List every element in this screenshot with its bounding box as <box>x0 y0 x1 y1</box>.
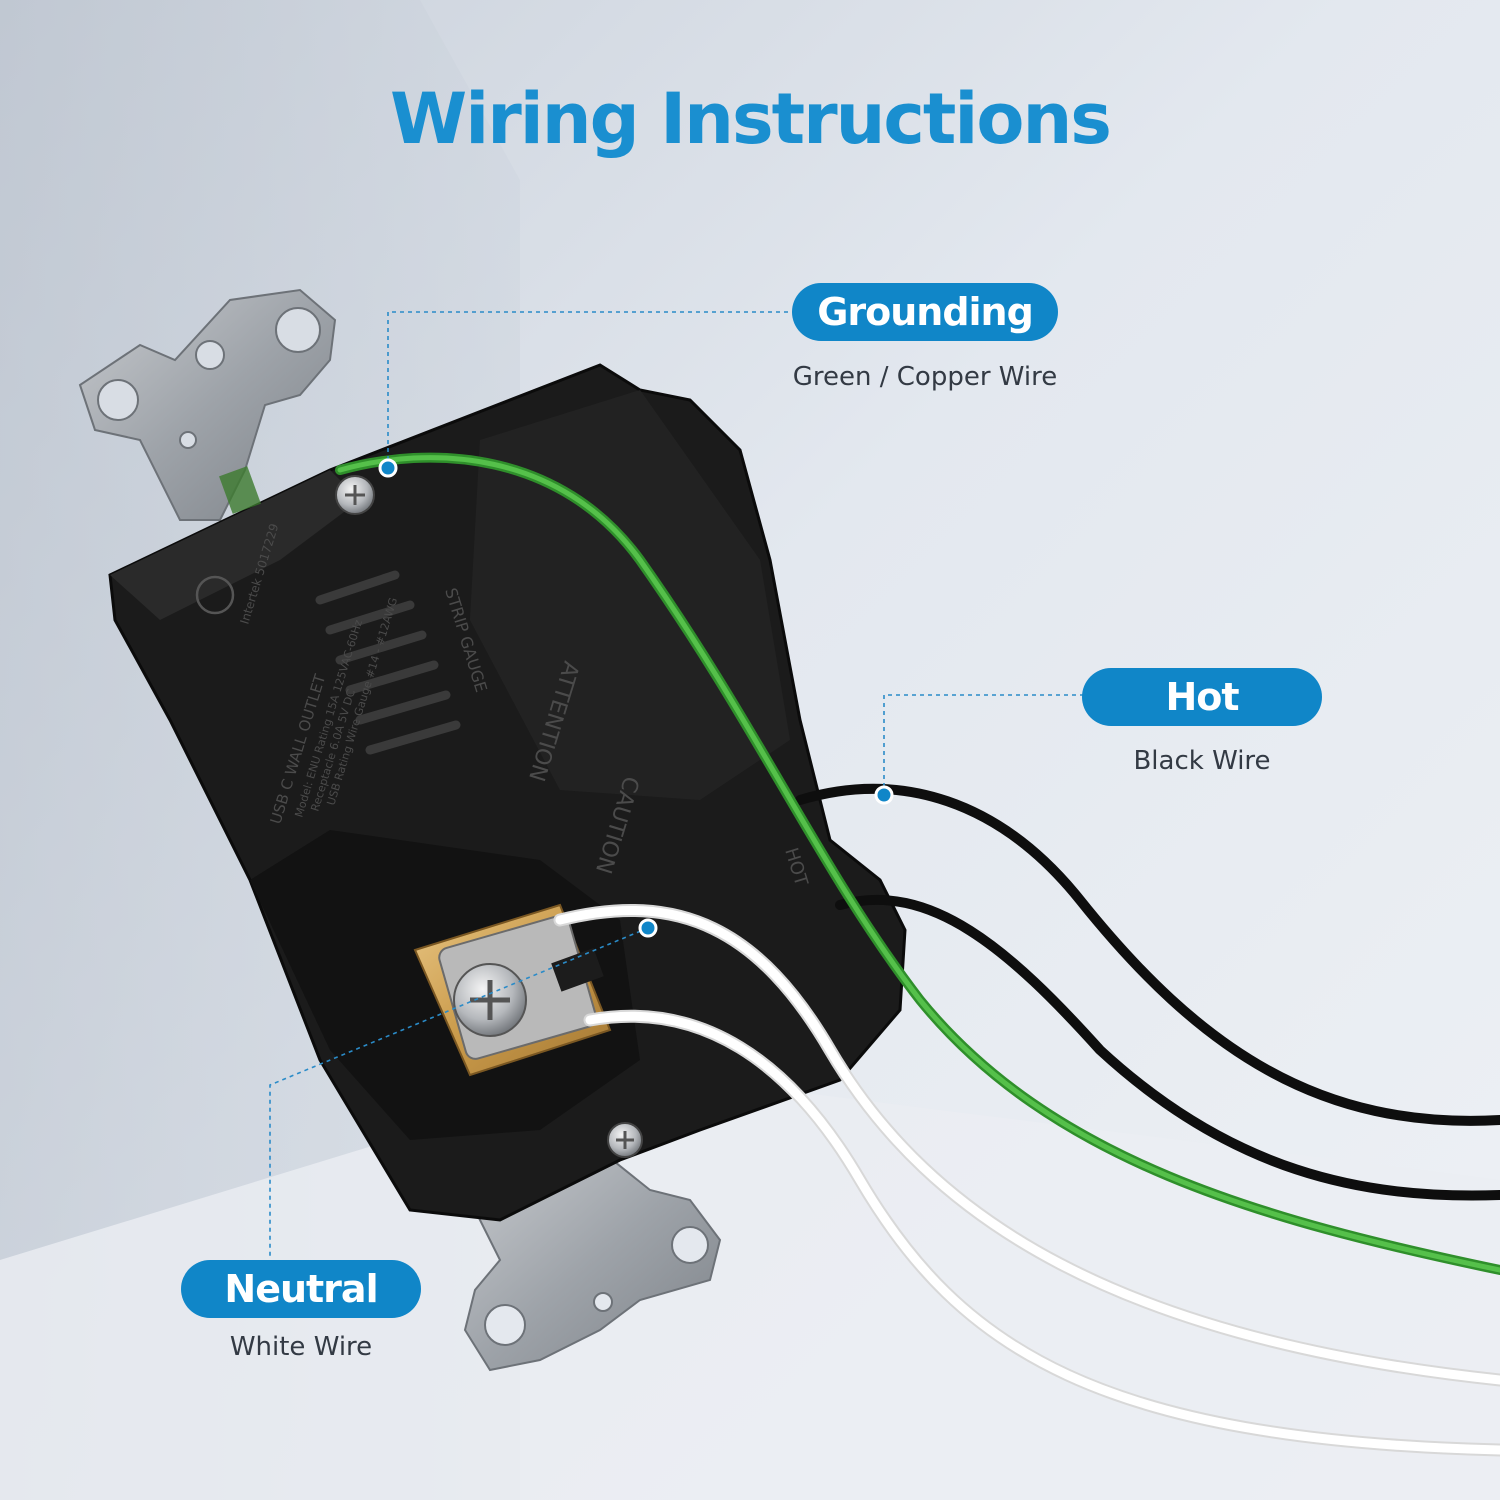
callout-lines <box>269 311 1085 1258</box>
etl-cert-logo <box>195 575 235 615</box>
ground-wire-highlight <box>337 455 1500 1273</box>
outlet-body: USB C WALL OUTLET Model: ENU Rating 15A … <box>108 363 907 1222</box>
neutral-point <box>638 918 658 938</box>
neutral-label: Neutral <box>181 1260 421 1318</box>
hot-leader-line <box>883 694 1085 795</box>
hot-wire-2 <box>835 895 1500 1201</box>
neutral-leader-line <box>269 927 649 1258</box>
ground-terminal <box>219 466 261 514</box>
vent-slots <box>315 570 461 755</box>
neutral-wire-1-core <box>555 905 1500 1385</box>
wires <box>335 452 1500 1457</box>
neutral-terminal <box>413 903 612 1077</box>
hot-wire-1 <box>795 783 1500 1126</box>
neutral-description: White Wire <box>229 1332 373 1362</box>
page-title: Wiring Instructions <box>390 78 1112 160</box>
top-mounting-bracket <box>78 288 337 521</box>
grounding-label: Grounding <box>792 283 1058 341</box>
hot-description: Black Wire <box>1133 746 1271 776</box>
grounding-leader-line <box>387 311 795 468</box>
hot-label: Hot <box>1082 668 1322 726</box>
grounding-description: Green / Copper Wire <box>792 362 1058 392</box>
callout-dots <box>378 458 894 938</box>
neutral-wire-2-core <box>585 1011 1500 1455</box>
grounding-point <box>378 458 398 478</box>
hot-point <box>874 785 894 805</box>
